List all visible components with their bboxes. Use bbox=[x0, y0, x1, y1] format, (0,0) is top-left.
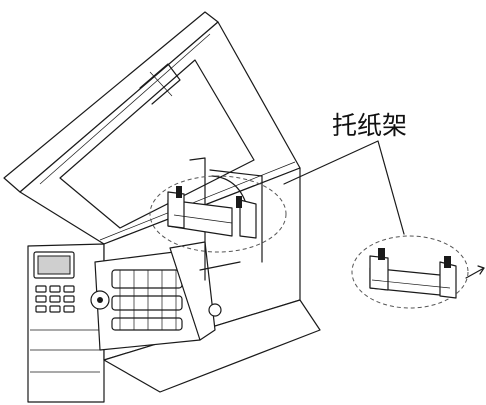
control-panel bbox=[33, 251, 75, 313]
print-mechanism bbox=[90, 241, 241, 351]
callout-leader bbox=[283, 140, 405, 235]
top-cover bbox=[3, 11, 301, 245]
paper-holder-detail bbox=[351, 235, 485, 309]
highlight-ellipse bbox=[149, 175, 287, 253]
callout-label: 托纸架 bbox=[332, 111, 407, 140]
paper-holder-on-printer bbox=[167, 157, 263, 281]
